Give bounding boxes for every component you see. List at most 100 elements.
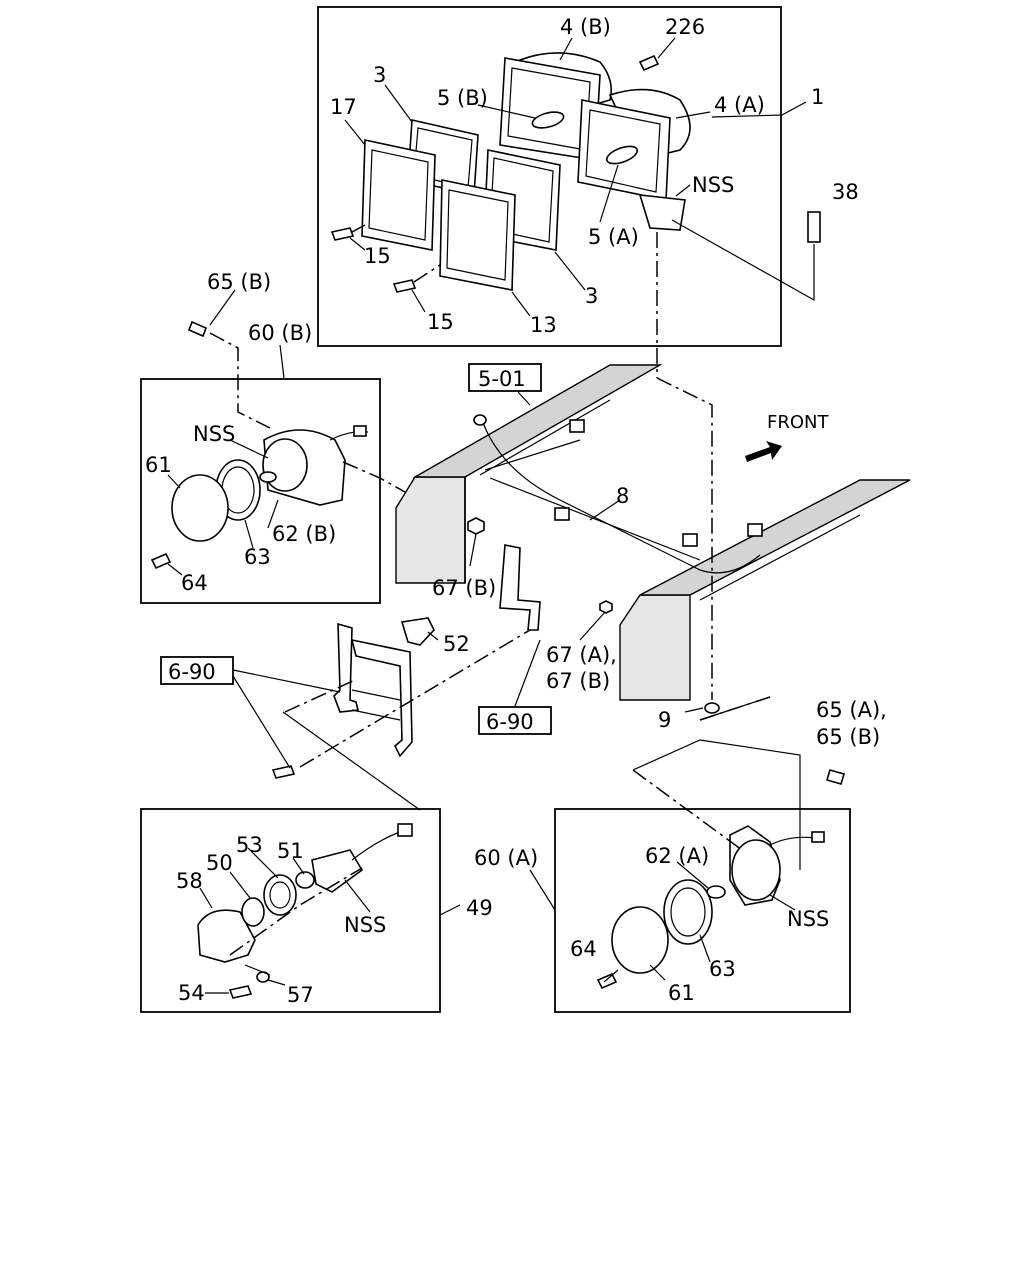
label-ref-6-90-left: 6-90 (168, 660, 216, 684)
bumper-right-block (619, 594, 691, 701)
bracket-leg-left (333, 622, 359, 713)
label-57: 57 (287, 983, 314, 1007)
label-63-left: 63 (244, 545, 271, 569)
bulb-62b (259, 471, 277, 483)
label-58: 58 (176, 869, 203, 893)
label-nss-top: NSS (692, 173, 734, 197)
nut-67b (467, 517, 485, 535)
bezel-13 (439, 179, 516, 291)
bulb-5a (605, 145, 639, 165)
label-15-b: 15 (427, 310, 454, 334)
label-62a: 62 (A) (645, 844, 709, 868)
label-9: 9 (658, 708, 671, 732)
headlamp-box (317, 6, 782, 347)
bolt-65a (826, 769, 845, 785)
mount-bracket-group: 52 6-90 6-90 (160, 617, 771, 811)
connector-49 (397, 823, 413, 837)
connector-60a (811, 831, 825, 843)
label-50: 50 (206, 851, 233, 875)
label-65b-2: 65 (B) (816, 725, 880, 749)
clip-52 (400, 617, 435, 646)
label-65b: 65 (B) (207, 270, 271, 294)
marker-lamp-49-box (140, 808, 441, 1013)
bulb-5b (531, 111, 565, 129)
side-lamp-60b-group: 65 (B) 60 (B) NSS 61 62 (B) 63 64 (140, 270, 406, 604)
front-arrow-icon (745, 441, 782, 462)
label-61-left: 61 (145, 453, 172, 477)
label-67a: 67 (A), (546, 643, 617, 667)
harness-connector-d (747, 523, 763, 537)
harness-connector-b (554, 507, 570, 521)
label-49: 49 (466, 896, 493, 920)
connector-60b (353, 425, 367, 437)
label-nss-right: NSS (787, 907, 829, 931)
screw-15-b (392, 279, 417, 293)
side-lamp-60a-group: 65 (A), 65 (B) 60 (A) 62 (A) NSS 64 63 6… (474, 698, 887, 1013)
label-17: 17 (330, 95, 357, 119)
bracket-6-90 (499, 544, 541, 631)
screw-64-right (596, 972, 618, 990)
label-ref-5-01: 5-01 (478, 367, 526, 391)
chassis-group: 5-01 FRONT 8 67 (B) 67 (A), 67 (B) 9 (395, 363, 911, 732)
side-lamp-60b-box (140, 378, 381, 604)
label-54: 54 (178, 981, 205, 1005)
screw-226 (638, 54, 660, 72)
harness-connector-a (569, 419, 585, 433)
label-15-a: 15 (364, 244, 391, 268)
side-lamp-60a-box (554, 808, 851, 1013)
nut-9 (704, 702, 720, 714)
label-51: 51 (277, 839, 304, 863)
label-13: 13 (530, 313, 557, 337)
label-226: 226 (665, 15, 705, 39)
bolt-65b (187, 320, 208, 338)
screw-64-left (150, 552, 172, 570)
label-1: 1 (811, 85, 824, 109)
bolt-6-90 (271, 765, 296, 779)
label-60b: 60 (B) (248, 321, 312, 345)
gasket-50 (241, 897, 265, 927)
label-65a: 65 (A), (816, 698, 887, 722)
bracket-nss (638, 194, 686, 231)
label-60a: 60 (A) (474, 846, 538, 870)
label-5a: 5 (A) (588, 225, 639, 249)
bumper-left-block (395, 476, 466, 584)
lens-61-right (611, 906, 669, 974)
gasket-53 (263, 874, 297, 916)
label-38: 38 (832, 180, 859, 204)
label-nss-bottom: NSS (344, 913, 386, 937)
label-52: 52 (443, 632, 470, 656)
label-nss-left: NSS (193, 422, 235, 446)
lamp-socket-60a (731, 839, 781, 901)
label-4a: 4 (A) (714, 93, 765, 117)
label-8: 8 (616, 484, 629, 508)
label-67b-2: 67 (B) (546, 669, 610, 693)
label-ref-6-90-right: 6-90 (486, 710, 534, 734)
socket-nss-bottom (311, 849, 364, 893)
lamp-socket-60b (262, 438, 308, 492)
bolt-38 (807, 211, 821, 243)
label-64-left: 64 (181, 571, 208, 595)
label-4b: 4 (B) (560, 15, 611, 39)
label-3-top: 3 (373, 63, 386, 87)
bezel-17 (361, 139, 436, 251)
screw-54 (228, 985, 253, 999)
screw-15-a (330, 227, 355, 241)
headlamp-assembly-group: 4 (B) 226 3 5 (B) 4 (A) 1 17 NSS 38 5 (A… (317, 6, 859, 378)
label-3-bottom: 3 (585, 284, 598, 308)
label-63-right: 63 (709, 957, 736, 981)
label-64-right: 64 (570, 937, 597, 961)
label-5b: 5 (B) (437, 86, 488, 110)
ref-6-90-box-right (478, 706, 552, 735)
ref-5-01-box (468, 363, 542, 392)
label-62b: 62 (B) (272, 522, 336, 546)
bracket-frame (350, 638, 413, 758)
bulb-51 (295, 871, 315, 889)
label-67b: 67 (B) (432, 576, 496, 600)
lens-58 (197, 909, 256, 963)
label-53: 53 (236, 833, 263, 857)
harness-connector-c (682, 533, 698, 547)
label-front: FRONT (767, 412, 829, 433)
label-61-right: 61 (668, 981, 695, 1005)
nut-67a (599, 600, 613, 614)
